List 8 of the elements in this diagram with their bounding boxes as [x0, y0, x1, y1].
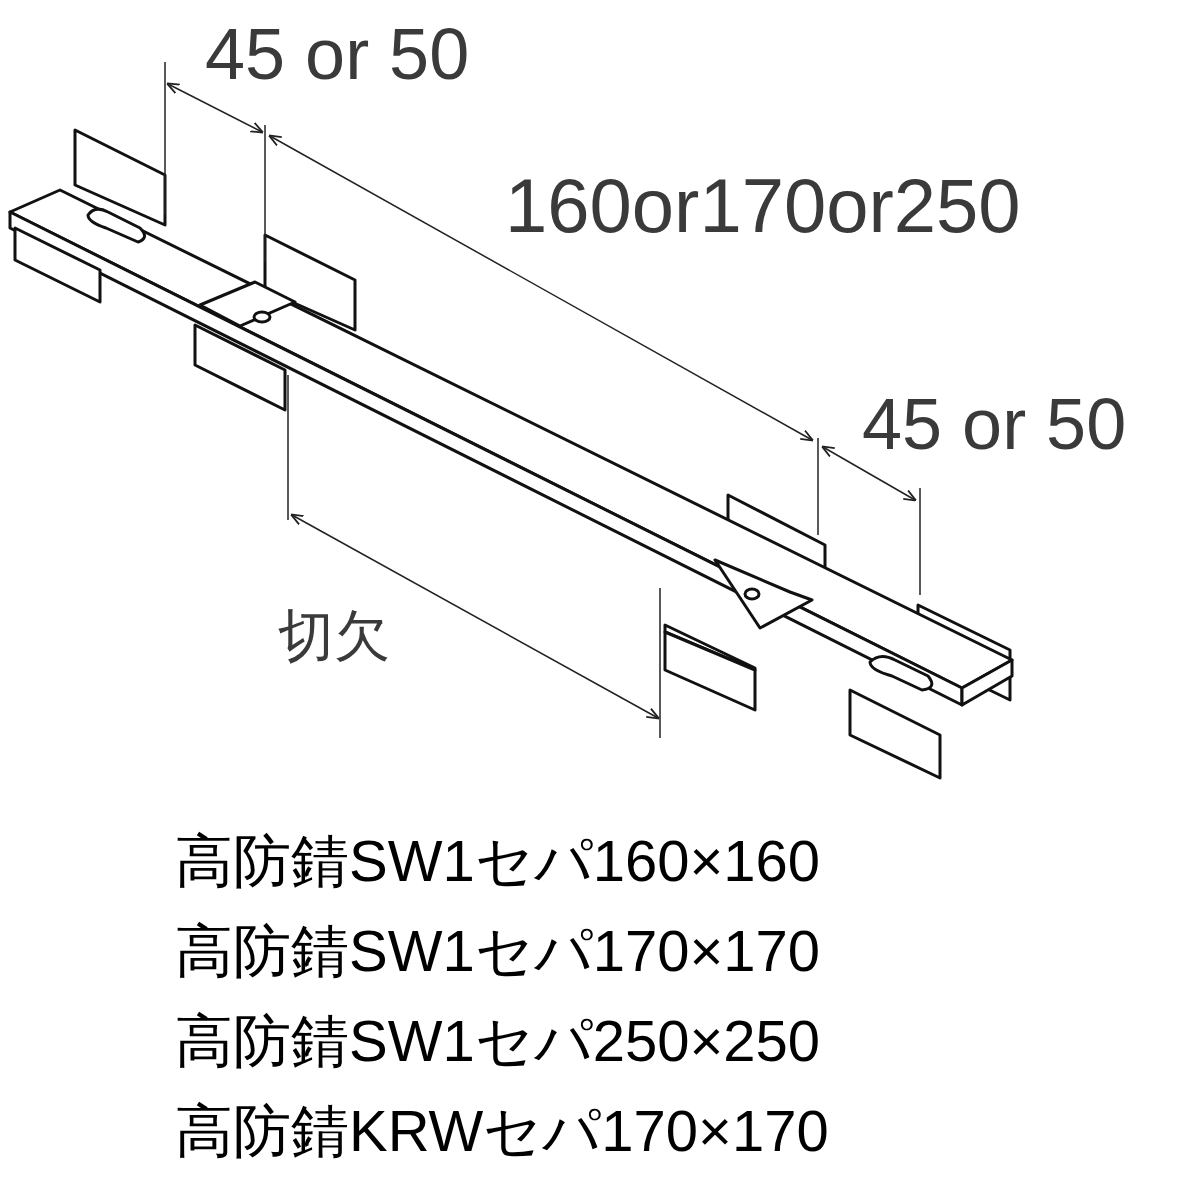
product-name-text: 高防錆SW1セパ160×160 — [175, 832, 821, 890]
product-name-text: 高防錆SW1セパ250×250 — [175, 1012, 821, 1070]
dimension-label: 45 or 50 — [205, 18, 470, 90]
product-name-text: 高防錆KRWセパ170×170 — [175, 1102, 829, 1160]
product-name-text: 高防錆SW1セパ170×170 — [175, 922, 821, 980]
dimension-label: 45 or 50 — [862, 388, 1127, 460]
dimension-label: 切欠 — [278, 608, 390, 664]
dimension-label: 160or170or250 — [505, 168, 1021, 244]
